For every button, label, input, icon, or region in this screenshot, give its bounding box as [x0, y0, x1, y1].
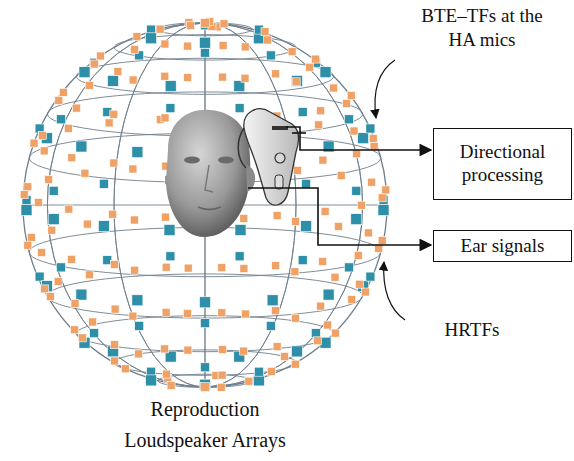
loudspeaker-sphere: [23, 23, 387, 388]
head: [166, 110, 255, 237]
box-text: Directional processing: [453, 141, 553, 187]
process-box: Ear signals: [433, 230, 572, 262]
box-text: Ear signals: [461, 235, 545, 258]
loudspeakers: [20, 17, 390, 391]
signal-lines: [248, 60, 431, 320]
hearing-aid: [238, 109, 298, 205]
annotation-label: HRTFs: [432, 318, 512, 342]
annotation-label: BTE–TFs at the HA mics: [412, 4, 552, 52]
process-box: Directional processing: [433, 128, 572, 200]
annotation-label: Reproduction Loudspeaker Arrays: [105, 394, 305, 456]
